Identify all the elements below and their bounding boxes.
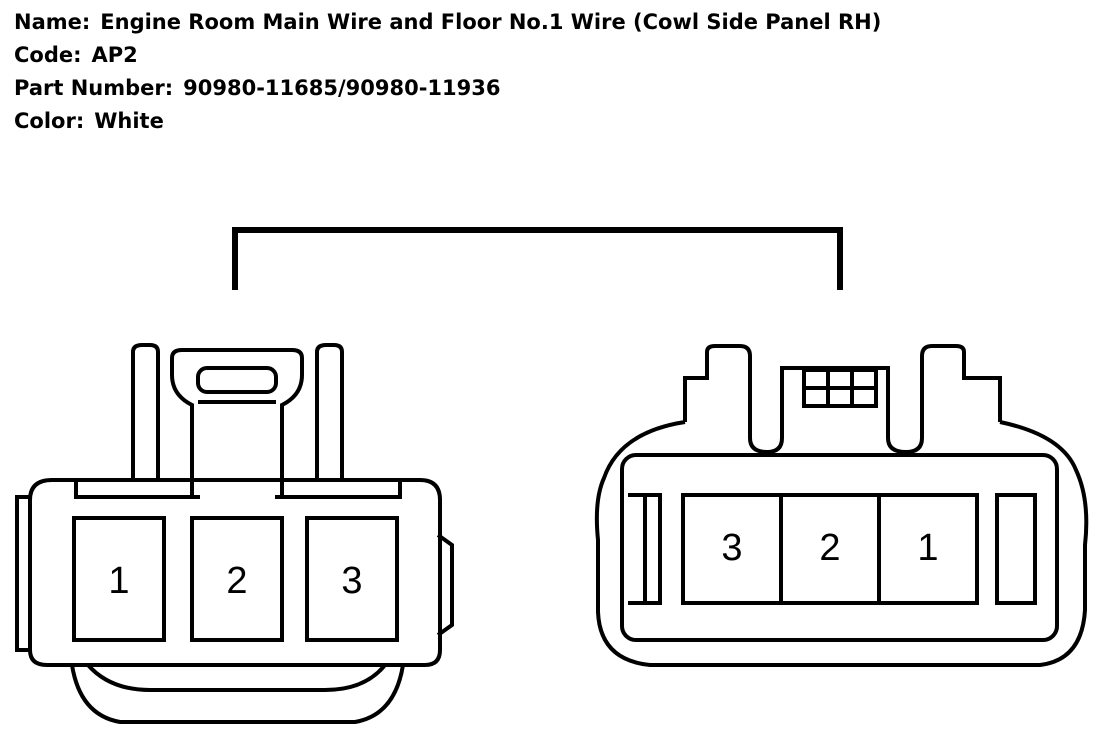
- name-value: Engine Room Main Wire and Floor No.1 Wir…: [100, 10, 882, 34]
- right-connector: [594, 344, 1089, 667]
- left-connector: [15, 343, 454, 724]
- right-pin-label: 2: [819, 527, 840, 569]
- part-number-label: Part Number:: [14, 76, 174, 100]
- left-side-rail: [15, 495, 32, 652]
- code-value: AP2: [91, 43, 138, 67]
- lock-post-right: [315, 343, 344, 480]
- outer-shell: [594, 420, 1089, 667]
- cavity-1: [72, 516, 166, 642]
- bottom-inner-line: [86, 663, 387, 692]
- code-label: Code:: [14, 43, 82, 67]
- lock-release-tab: [196, 366, 278, 394]
- right-key: [995, 493, 1037, 605]
- code-row: Code: AP2: [14, 39, 881, 72]
- blade-1: [877, 493, 979, 605]
- name-label: Name:: [14, 10, 91, 34]
- name-row: Name: Engine Room Main Wire and Floor No.…: [14, 6, 881, 39]
- top-step-left: [74, 480, 200, 499]
- cavity-2: [190, 516, 284, 642]
- inner-face: [620, 453, 1059, 642]
- color-label: Color:: [14, 109, 85, 133]
- cavity-3: [305, 516, 399, 642]
- lock-post-left: [131, 343, 160, 480]
- left-pin-label: 1: [108, 560, 129, 602]
- top-step-right: [275, 480, 402, 499]
- part-number-value: 90980-11685/90980-11936: [183, 76, 501, 100]
- left-pin-label: 2: [226, 560, 247, 602]
- right-pin-label: 1: [917, 527, 938, 569]
- left-pin-labels: 1 2 3: [108, 560, 362, 602]
- top-lock-structure: [683, 344, 1002, 455]
- right-pin-label: 3: [721, 527, 742, 569]
- bottom-skirt: [70, 664, 405, 724]
- left-pin-label: 3: [341, 560, 362, 602]
- color-row: Color: White: [14, 105, 881, 138]
- lock-arm: [170, 348, 304, 497]
- mating-bracket: [232, 227, 843, 290]
- connector-info: Name: Engine Room Main Wire and Floor No.…: [14, 6, 881, 138]
- right-side-rail: [436, 533, 454, 637]
- part-number-row: Part Number: 90980-11685/90980-11936: [14, 72, 881, 105]
- right-pin-labels: 3 2 1: [721, 527, 938, 569]
- color-value: White: [94, 109, 164, 133]
- connector-body: [28, 478, 442, 667]
